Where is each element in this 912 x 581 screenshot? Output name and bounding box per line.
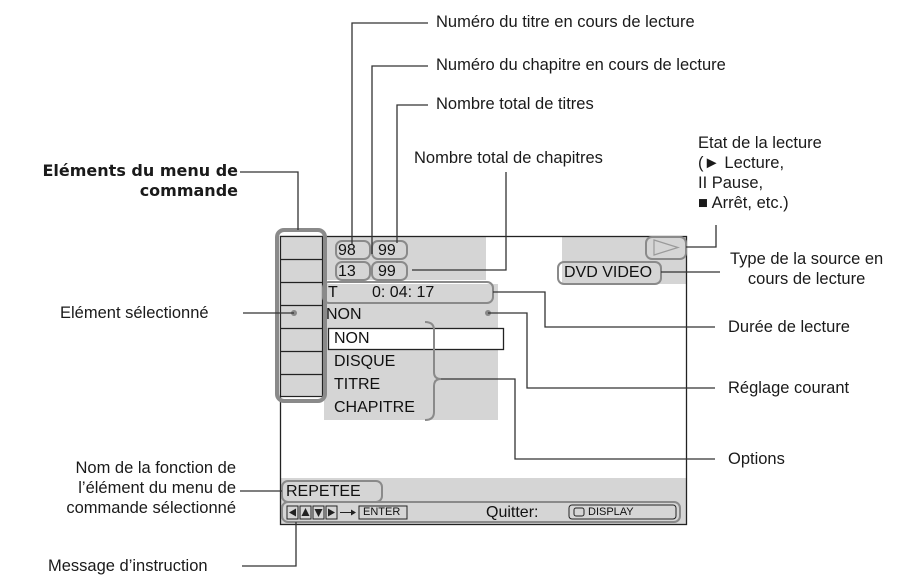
label-source-type-line2: cours de lecture: [747, 270, 866, 289]
label-playback-status: Etat de la lecture (► Lecture, II Pause,…: [698, 133, 822, 214]
source-type-box: [557, 261, 662, 285]
label-playing-time: Durée de lecture: [728, 318, 850, 336]
time-prefix: T: [328, 284, 338, 301]
time-value: 0: 04: 17: [372, 284, 435, 301]
label-menu-items-line2: commande: [139, 180, 238, 200]
arrow-to-enter-icon: [351, 509, 356, 516]
leader-playback-status: [686, 225, 717, 248]
leader-total-chapters: [412, 172, 507, 271]
up-arrow-icon: [301, 508, 310, 516]
source-type-value: DVD VIDEO: [564, 264, 653, 281]
label-menu-items: Eléments du menu de commande: [0, 161, 238, 200]
down-arrow-icon: [314, 509, 323, 517]
leader-options: [441, 378, 715, 460]
display-key-label: DISPLAY: [588, 506, 634, 518]
menu-items-bracket: [275, 228, 327, 403]
chapter-number-box: [335, 261, 371, 281]
option-item: CHAPITRE: [334, 399, 415, 416]
label-source-type-line1: Type de la source en: [730, 250, 884, 268]
label-playback-status-line1: Etat de la lecture: [698, 134, 822, 152]
chapter-total-box: [371, 261, 408, 281]
label-chapter-number: Numéro du chapitre en cours de lecture: [436, 56, 726, 74]
current-setting-value: NON: [326, 306, 362, 323]
leader-chapter-number: [371, 65, 428, 254]
option-item: NON: [334, 330, 370, 347]
display-key-box: [568, 504, 677, 520]
label-playback-status-line2: (► Lecture,: [698, 154, 785, 173]
label-function-name: Nom de la fonction de l’élément du menu …: [0, 458, 236, 518]
leader-current-setting: [488, 312, 715, 389]
leader-playing-time: [493, 291, 715, 328]
instruction-box: [281, 501, 681, 523]
menu-icon-dividers: [281, 258, 322, 376]
selected-option-box: [327, 327, 505, 351]
label-function-name-line1: Nom de la fonction de: [75, 459, 236, 477]
title-number-box: [335, 240, 371, 260]
function-name-value: REPETEE: [286, 483, 361, 500]
label-selected-item: Elément sélectionné: [60, 304, 209, 322]
label-instruction-message: Message d’instruction: [48, 557, 208, 575]
enter-key-box: [358, 505, 408, 520]
label-menu-items-line1: Eléments du menu de: [42, 161, 238, 180]
chapter-current-number: 13: [338, 263, 356, 280]
options-panel: [324, 284, 498, 420]
option-item: DISQUE: [334, 353, 396, 370]
label-options: Options: [728, 450, 785, 468]
label-function-name-line3: commande sélectionné: [66, 499, 236, 518]
label-title-number: Numéro du titre en cours de lecture: [436, 13, 695, 31]
title-total-number: 99: [378, 242, 396, 259]
option-item: TITRE: [334, 376, 381, 393]
chapter-total-number: 99: [378, 263, 396, 280]
label-source-type: Type de la source en cours de lecture: [730, 249, 883, 289]
quit-label: Quitter:: [486, 504, 539, 521]
leader-menu-items: [240, 171, 299, 230]
label-current-setting: Réglage courant: [728, 379, 850, 397]
play-state-box: [645, 236, 687, 260]
enter-key-label: ENTER: [363, 506, 401, 518]
leader-instruction: [242, 522, 297, 567]
label-total-chapters: Nombre total de chapitres: [414, 149, 603, 167]
right-arrow-icon: [328, 508, 335, 517]
play-triangle-icon: [653, 239, 681, 256]
arrow-keys: [286, 504, 677, 520]
leader-title-number: [351, 22, 428, 244]
title-current-number: 98: [338, 242, 356, 259]
arrow-key-glyphs: [289, 508, 356, 517]
label-playback-status-line3: II Pause,: [698, 174, 764, 193]
left-arrow-icon: [289, 508, 296, 517]
label-total-titles: Nombre total de titres: [436, 95, 594, 113]
menu-icon-column: [279, 235, 324, 398]
label-function-name-line2: l’élément du menu de: [78, 479, 236, 498]
leader-total-titles: [396, 104, 428, 243]
label-playback-status-line4: ■ Arrêt, etc.): [698, 194, 789, 213]
